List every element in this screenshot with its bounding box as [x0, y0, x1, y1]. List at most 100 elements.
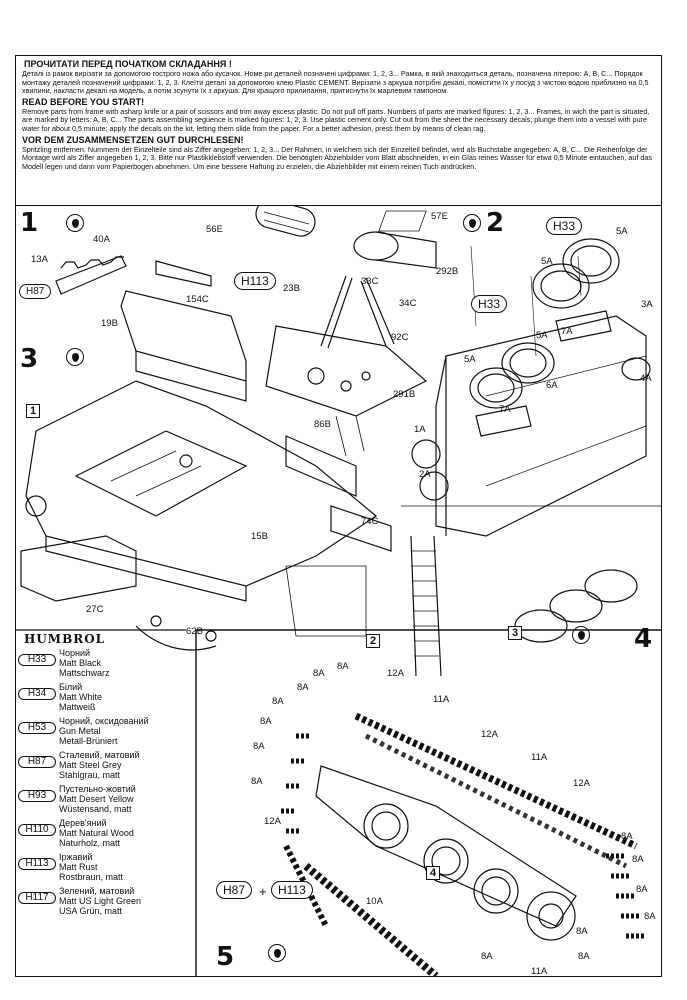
part-label: 8A	[481, 951, 493, 962]
paint-code: H110	[18, 824, 56, 836]
ref-box-1: 1	[26, 404, 41, 418]
part-label: 7A	[499, 404, 511, 415]
step-number-2: 2	[486, 208, 505, 238]
paint-code: H33	[18, 654, 56, 666]
part-label: 3A	[641, 299, 653, 310]
part-label: 12A	[573, 778, 590, 789]
part-label: 4A	[640, 373, 652, 384]
glue-drop-icon	[463, 214, 481, 232]
part-label: 154C	[186, 294, 209, 305]
part-label: 8A	[644, 911, 656, 922]
paint-name: Matt US Light Green	[59, 896, 142, 906]
paint-code-h87: H87	[19, 284, 52, 299]
de-heading: VOR DEM ZUSAMMENSETZEN GUT DURCHLESEN!	[22, 134, 244, 145]
part-label: 2A	[419, 469, 431, 480]
paint-name: Чорний, оксидований	[59, 716, 149, 726]
part-label: 57E	[431, 211, 448, 222]
part-label: 291B	[393, 389, 416, 400]
part-label: 12A	[481, 729, 498, 740]
paint-code: H53	[18, 722, 56, 734]
step-number-4: 4	[634, 624, 653, 654]
part-label: 5A	[616, 226, 628, 237]
part-label: 6A	[546, 380, 558, 391]
plus-sign: +	[259, 884, 267, 899]
part-label: 12A	[264, 816, 281, 827]
paint-name: Gun Metal	[59, 726, 101, 736]
paint-name: Mattweiß	[59, 702, 96, 712]
part-label: 8A	[621, 831, 633, 842]
de-text: Spritzling entfernen. Nummern der Einzel…	[22, 144, 652, 171]
paint-name: Matt Black	[59, 658, 102, 668]
part-label: 5A	[536, 330, 548, 341]
part-label: 7A	[561, 326, 573, 337]
ua-text: Деталі із рамок вирізати за допомогою го…	[22, 69, 649, 96]
step-number-5: 5	[216, 942, 235, 972]
part-label: 1A	[414, 424, 426, 435]
paint-name: Сталевий, матовий	[59, 750, 140, 760]
paint-name: Matt Rust	[59, 862, 98, 872]
part-label: 8A	[576, 926, 588, 937]
part-label: 8A	[337, 661, 349, 672]
part-label: 8A	[253, 741, 265, 752]
paint-name: Metall-Brüniert	[59, 736, 118, 746]
assembly-diagram: 1 2 3 4 5 1 2 3 4 H87 H113 H33 H33 H87 +…	[16, 206, 661, 977]
part-label: 292B	[436, 266, 459, 277]
glue-drop-icon	[572, 626, 590, 644]
part-label: 8A	[272, 696, 284, 707]
paint-name: Mattschwarz	[59, 668, 110, 678]
part-label: 8A	[313, 668, 325, 679]
part-label: 10A	[366, 896, 383, 907]
part-label: 56E	[206, 224, 223, 235]
paint-code: H34	[18, 688, 56, 700]
part-label: 11A	[531, 752, 548, 763]
paint-code: H87	[18, 756, 56, 768]
part-label: 27C	[86, 604, 104, 615]
paint-name: Wüstensand, matt	[59, 804, 132, 814]
paint-code-h113: H113	[271, 881, 313, 899]
part-label: 92C	[391, 332, 409, 343]
part-label: 8A	[260, 716, 272, 727]
part-label: 23B	[283, 283, 300, 294]
paint-code-h113: H113	[234, 272, 276, 290]
paint-name: Rostbraun, matt	[59, 872, 124, 882]
en-heading: READ BEFORE YOU START!	[22, 96, 145, 107]
paint-name: Іржавий	[59, 852, 93, 862]
glue-drop-icon	[66, 214, 84, 232]
part-label: 74C	[361, 516, 379, 527]
step-number-1: 1	[20, 208, 39, 238]
ref-box-4: 4	[426, 866, 441, 880]
instructions-text: ПРОЧИТАТИ ПЕРЕД ПОЧАТКОМ СКЛАДАННЯ ! Дет…	[16, 56, 661, 206]
part-label: 5A	[541, 256, 553, 267]
part-label: 8A	[297, 682, 309, 693]
part-label: 8A	[578, 951, 590, 962]
part-label: 86B	[314, 419, 331, 430]
paint-name: Білий	[59, 682, 83, 692]
paint-name: Matt Natural Wood	[59, 828, 134, 838]
part-label: 8A	[632, 854, 644, 865]
paint-name: Чорний	[59, 648, 91, 658]
glue-drop-icon	[268, 944, 286, 962]
paint-name: Matt White	[59, 692, 103, 702]
part-label: 62B	[186, 626, 203, 637]
paint-code-h33: H33	[471, 295, 508, 313]
part-label: 15B	[251, 531, 268, 542]
paint-name: Зелений, матовий	[59, 886, 135, 896]
part-label: 13A	[31, 254, 48, 265]
paint-code-h33: H33	[546, 217, 583, 235]
part-label: 19B	[101, 318, 118, 329]
paint-name: Matt Steel Grey	[59, 760, 122, 770]
